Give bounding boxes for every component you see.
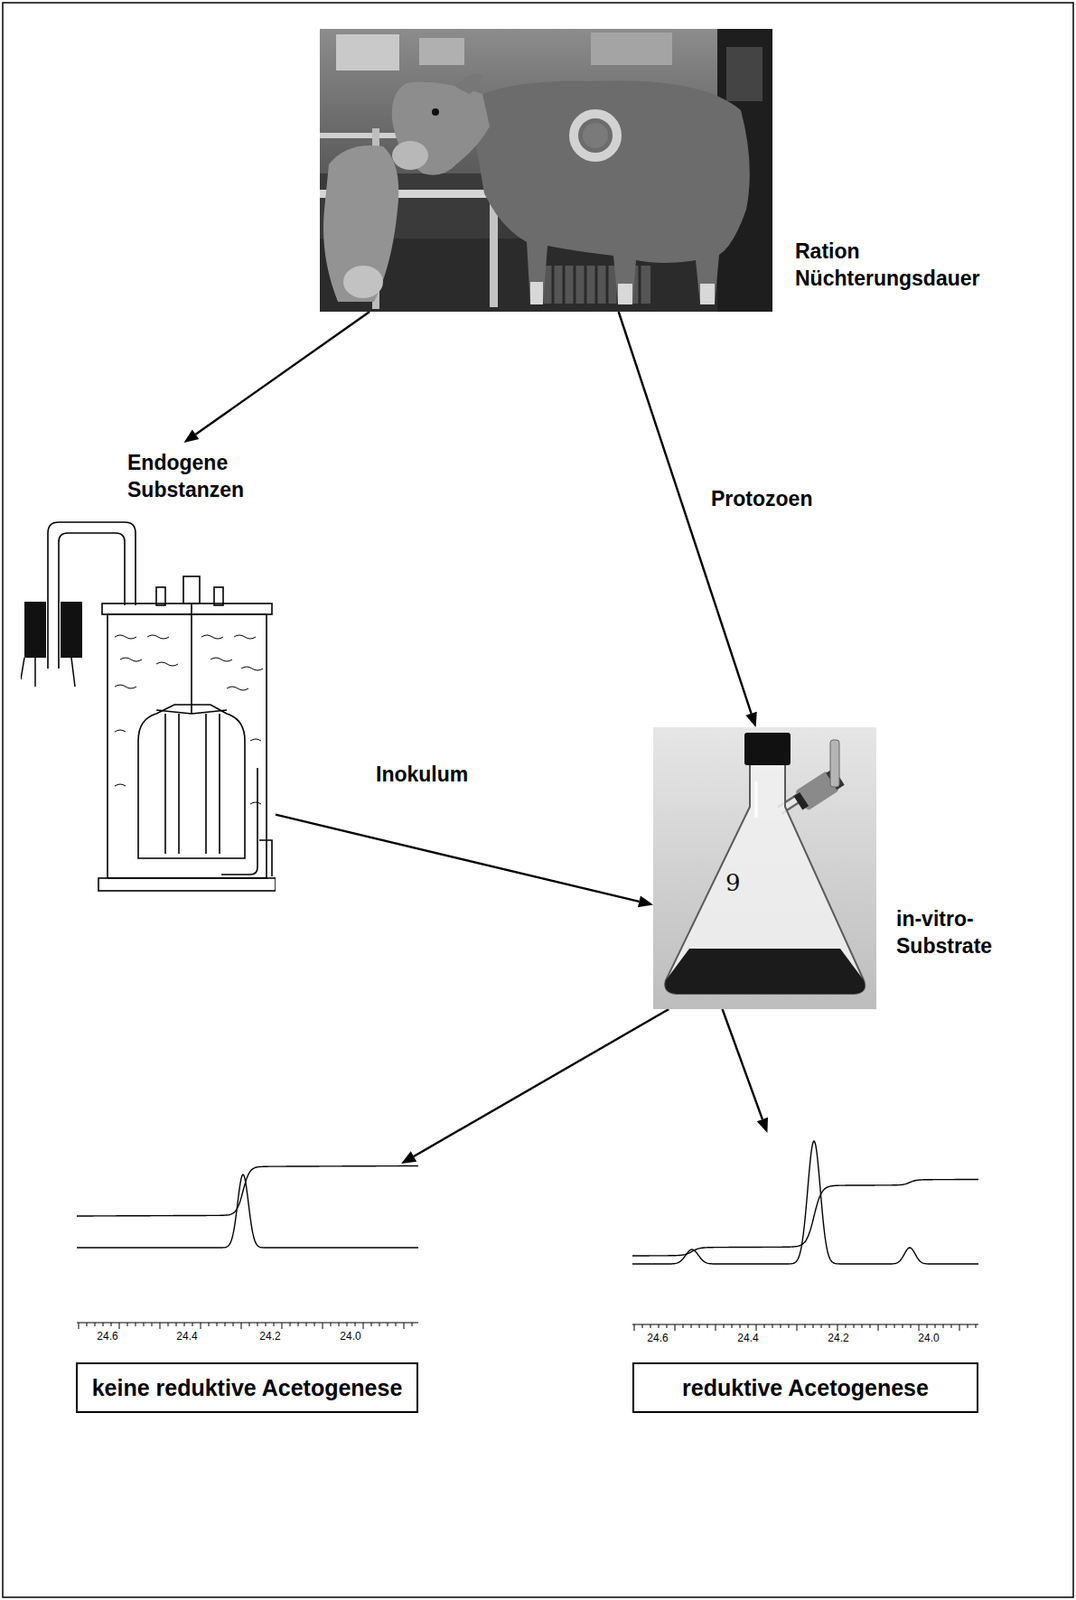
illustration (20, 442, 276, 897)
illustration-part (419, 37, 465, 66)
illustration (653, 727, 877, 1010)
illustration-part (573, 113, 618, 158)
arrow-head (637, 896, 654, 908)
illustration-part (319, 28, 773, 312)
illustration-part (114, 635, 256, 639)
illustration-part (60, 601, 83, 658)
arrow-head (183, 429, 199, 443)
illustration-part (98, 878, 276, 891)
illustration-part (664, 763, 865, 994)
illustration-part (47, 522, 136, 669)
integral-curve (76, 1165, 419, 1217)
illustration-part (323, 145, 399, 302)
illustration-part (794, 792, 810, 810)
arrow-head (745, 711, 757, 728)
axis-ticks (78, 1322, 412, 1329)
cow-photo: Ration Nüchterungsdauer (319, 28, 773, 312)
axis-tick-label: 24.2 (259, 1329, 281, 1343)
illustration-part (58, 533, 125, 669)
illustration-part (221, 767, 258, 875)
axis-ticks (634, 1324, 976, 1331)
arrow-connector (401, 1009, 669, 1164)
illustration-part (156, 587, 166, 606)
illustration-part (183, 576, 200, 604)
arrow-connector (618, 311, 758, 728)
nmr-spectrum: 24.6 24.4 24.2 24.0 (76, 1163, 419, 1342)
arrow-connector (183, 311, 370, 443)
axis-tick-label: 24.4 (737, 1331, 758, 1345)
result-box: reduktive Acetogenese (632, 1362, 979, 1413)
illustration-part (431, 108, 440, 116)
illustration-part (214, 587, 224, 606)
illustration-part (455, 74, 485, 94)
illustration-part (582, 122, 609, 149)
illustration-part (664, 948, 865, 994)
illustration-part (744, 732, 791, 766)
axis-tick-label: 24.4 (176, 1329, 197, 1343)
illustration-part (726, 46, 763, 102)
fermenter-apparatus: Endogene Substanzen (20, 442, 276, 897)
axis-tick-label: 24.0 (917, 1331, 939, 1345)
illustration-part (530, 281, 715, 305)
edge-label: Inokulum (372, 761, 472, 789)
axis-line (76, 1322, 419, 1324)
illustration-part (653, 727, 877, 1010)
spectrum-plot (632, 1132, 979, 1342)
illustration-part (392, 140, 429, 170)
illustration-part (24, 601, 47, 658)
edge-label: Protozoen (707, 486, 816, 514)
spectrum-trace (76, 1174, 419, 1248)
connector-line (722, 1009, 763, 1120)
illustration-part (392, 82, 490, 176)
box-label: reduktive Acetogenese (682, 1374, 929, 1402)
axis-tick-label: 24.0 (339, 1329, 361, 1343)
illustration-part (190, 603, 193, 714)
node-label: Endogene Substanzen (127, 449, 263, 505)
connector-line (196, 311, 371, 435)
arrow-head (757, 1117, 768, 1133)
illustration-part (259, 840, 272, 877)
node-label: Ration Nüchterungsdauer (795, 238, 1003, 293)
axis-tick-label: 24.6 (96, 1329, 118, 1343)
node-label: in-vitro-Substrate (896, 906, 1023, 961)
arrow-head (401, 1150, 417, 1164)
illustration-part (102, 603, 272, 615)
illustration-part (156, 710, 227, 714)
nmr-spectrum: 24.6 24.4 24.2 24.0 (632, 1132, 979, 1342)
box-label: keine reduktive Acetogenese (92, 1374, 403, 1402)
illustration (319, 28, 773, 312)
illustration-part (114, 635, 263, 805)
illustration-part (114, 684, 262, 805)
arrow-connector (275, 814, 654, 908)
illustration-part (468, 80, 750, 305)
spectrum-plot (76, 1163, 419, 1342)
illustration-part (47, 522, 276, 891)
illustration-part (20, 657, 75, 687)
connector-line (413, 1009, 669, 1157)
flask-number: 9 (725, 869, 741, 897)
illustration-part (336, 34, 400, 71)
illustration-part (590, 32, 673, 66)
flask-photo: in-vitro-Substrate (653, 727, 877, 1010)
result-box: keine reduktive Acetogenese (75, 1362, 419, 1413)
illustration-part (830, 739, 840, 787)
axis-tick-label: 24.6 (646, 1331, 668, 1345)
illustration-part (107, 614, 267, 879)
illustration-part (755, 781, 758, 818)
spectrum-trace (632, 1141, 979, 1264)
axis-tick-label: 24.2 (827, 1331, 849, 1345)
illustration-part (138, 704, 245, 859)
connector-line (275, 814, 639, 902)
illustration-part (343, 265, 384, 299)
illustration-part (165, 713, 220, 854)
arrow-connector (722, 1009, 768, 1133)
illustration-part (120, 657, 263, 671)
